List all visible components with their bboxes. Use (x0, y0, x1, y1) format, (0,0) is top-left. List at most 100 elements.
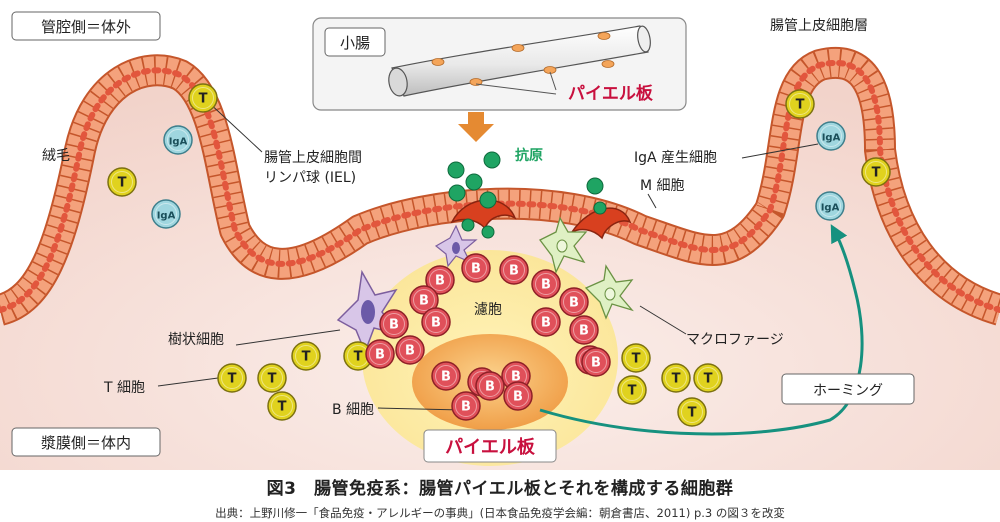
cell-highlight (820, 125, 842, 147)
iga-cell: IgA (163, 125, 193, 155)
iga-cell: IgA (151, 199, 181, 229)
dendritic-label: 樹状細胞 (168, 332, 224, 348)
cell-letter: T (199, 92, 208, 107)
b-cell-label: B 細胞 (332, 402, 374, 418)
cell-highlight (111, 171, 133, 193)
cell-highlight (399, 339, 421, 361)
cell-letter: T (228, 372, 237, 387)
cell-highlight (503, 259, 525, 281)
t-cell: T (693, 363, 723, 393)
cell-highlight (535, 273, 557, 295)
cell-letter: T (632, 352, 641, 367)
cell-highlight (369, 343, 391, 365)
cell-highlight (465, 257, 487, 279)
homing-label: ホーミング (813, 383, 883, 399)
t-cell-body (861, 157, 891, 187)
cell-letter: B (419, 294, 429, 309)
intestine-tube (391, 25, 649, 97)
b-cell: B (531, 307, 561, 337)
cell-letter: B (579, 324, 589, 339)
cell-highlight (535, 311, 557, 333)
cell-highlight (425, 311, 447, 333)
small-intestine-label: 小腸 (340, 34, 370, 52)
cell-highlight (221, 367, 243, 389)
cell-letter: T (278, 400, 287, 415)
b-cell: B (395, 335, 425, 365)
b-cell: B (581, 347, 611, 377)
iga-cell-label: IgA 産生細胞 (634, 150, 717, 166)
cell-letter: B (471, 262, 481, 277)
b-cell-body (503, 381, 533, 411)
macrophage-upper-nucleus (556, 239, 568, 253)
cell-letter: B (541, 278, 551, 293)
cell-highlight (585, 351, 607, 373)
caption-source: 出典：上野川修一「食品免疫・アレルギーの事典」(日本食品免疫学会編：朝倉書店、2… (215, 506, 785, 520)
cell-highlight (665, 367, 687, 389)
b-cell: B (365, 339, 395, 369)
cell-highlight (192, 87, 214, 109)
cell-highlight (563, 291, 585, 313)
cell-highlight (625, 347, 647, 369)
b-cell: B (503, 381, 533, 411)
b-cell-body (531, 269, 561, 299)
t-cell: T (107, 167, 137, 197)
b-cell-body (379, 309, 409, 339)
cell-letter: T (118, 176, 127, 191)
b-cell-body (531, 307, 561, 337)
peyer-patch-label-bottom: パイエル板 (445, 436, 536, 458)
villi-label: 絨毛 (42, 148, 70, 164)
cell-letter: T (628, 384, 637, 399)
cell-highlight (413, 289, 435, 311)
cell-letter: IgA (821, 203, 840, 214)
b-cell: B (379, 309, 409, 339)
cell-letter: IgA (822, 133, 841, 144)
cell-letter: B (541, 316, 551, 331)
t-cell-body (661, 363, 691, 393)
dendritic-cell-small-nucleus (452, 242, 460, 254)
cell-letter: IgA (169, 137, 188, 148)
cell-letter: B (441, 370, 451, 385)
cell-letter: B (435, 274, 445, 289)
t-cell: T (267, 391, 297, 421)
t-cell: T (861, 157, 891, 187)
b-cell-body (475, 371, 505, 401)
b-cell-body (431, 361, 461, 391)
t-cell: T (291, 341, 321, 371)
b-cell-body (365, 339, 395, 369)
t-cell-body (621, 343, 651, 373)
iga-cell-body (815, 191, 845, 221)
cell-letter: T (354, 350, 363, 365)
cell-letter: B (511, 370, 521, 385)
cell-highlight (261, 367, 283, 389)
t-cell-label: T 細胞 (103, 380, 145, 396)
cell-letter: T (302, 350, 311, 365)
t-cell: T (617, 375, 647, 405)
b-cell: B (569, 315, 599, 345)
iel-label-1: 腸管上皮細胞間 (264, 150, 362, 166)
iga-cell-body (816, 121, 846, 151)
serosa-side-label: 漿膜側＝体内 (41, 434, 131, 452)
peyer-patch-label-top: パイエル板 (568, 83, 654, 104)
lumen-side-box (11, 11, 161, 41)
b-cell: B (451, 391, 481, 421)
t-cell-body (693, 363, 723, 393)
b-cell: B (531, 269, 561, 299)
t-cell-body (257, 363, 287, 393)
cell-letter: T (796, 98, 805, 113)
b-cell: B (425, 265, 455, 295)
b-cell-body (425, 265, 455, 295)
cell-highlight (697, 367, 719, 389)
lumen-side-label: 管腔側＝体外 (41, 18, 131, 36)
cell-highlight (295, 345, 317, 367)
small-intestine-label-box (324, 27, 386, 57)
cell-letter: B (485, 380, 495, 395)
cell-letter: B (405, 344, 415, 359)
t-cell-body (188, 83, 218, 113)
cell-highlight (455, 395, 477, 417)
cell-letter: B (431, 316, 441, 331)
cell-highlight (573, 319, 595, 341)
t-cell: T (621, 343, 651, 373)
down-arrow (458, 112, 494, 142)
macrophage-lower-nucleus (604, 287, 616, 301)
cell-letter: B (375, 348, 385, 363)
